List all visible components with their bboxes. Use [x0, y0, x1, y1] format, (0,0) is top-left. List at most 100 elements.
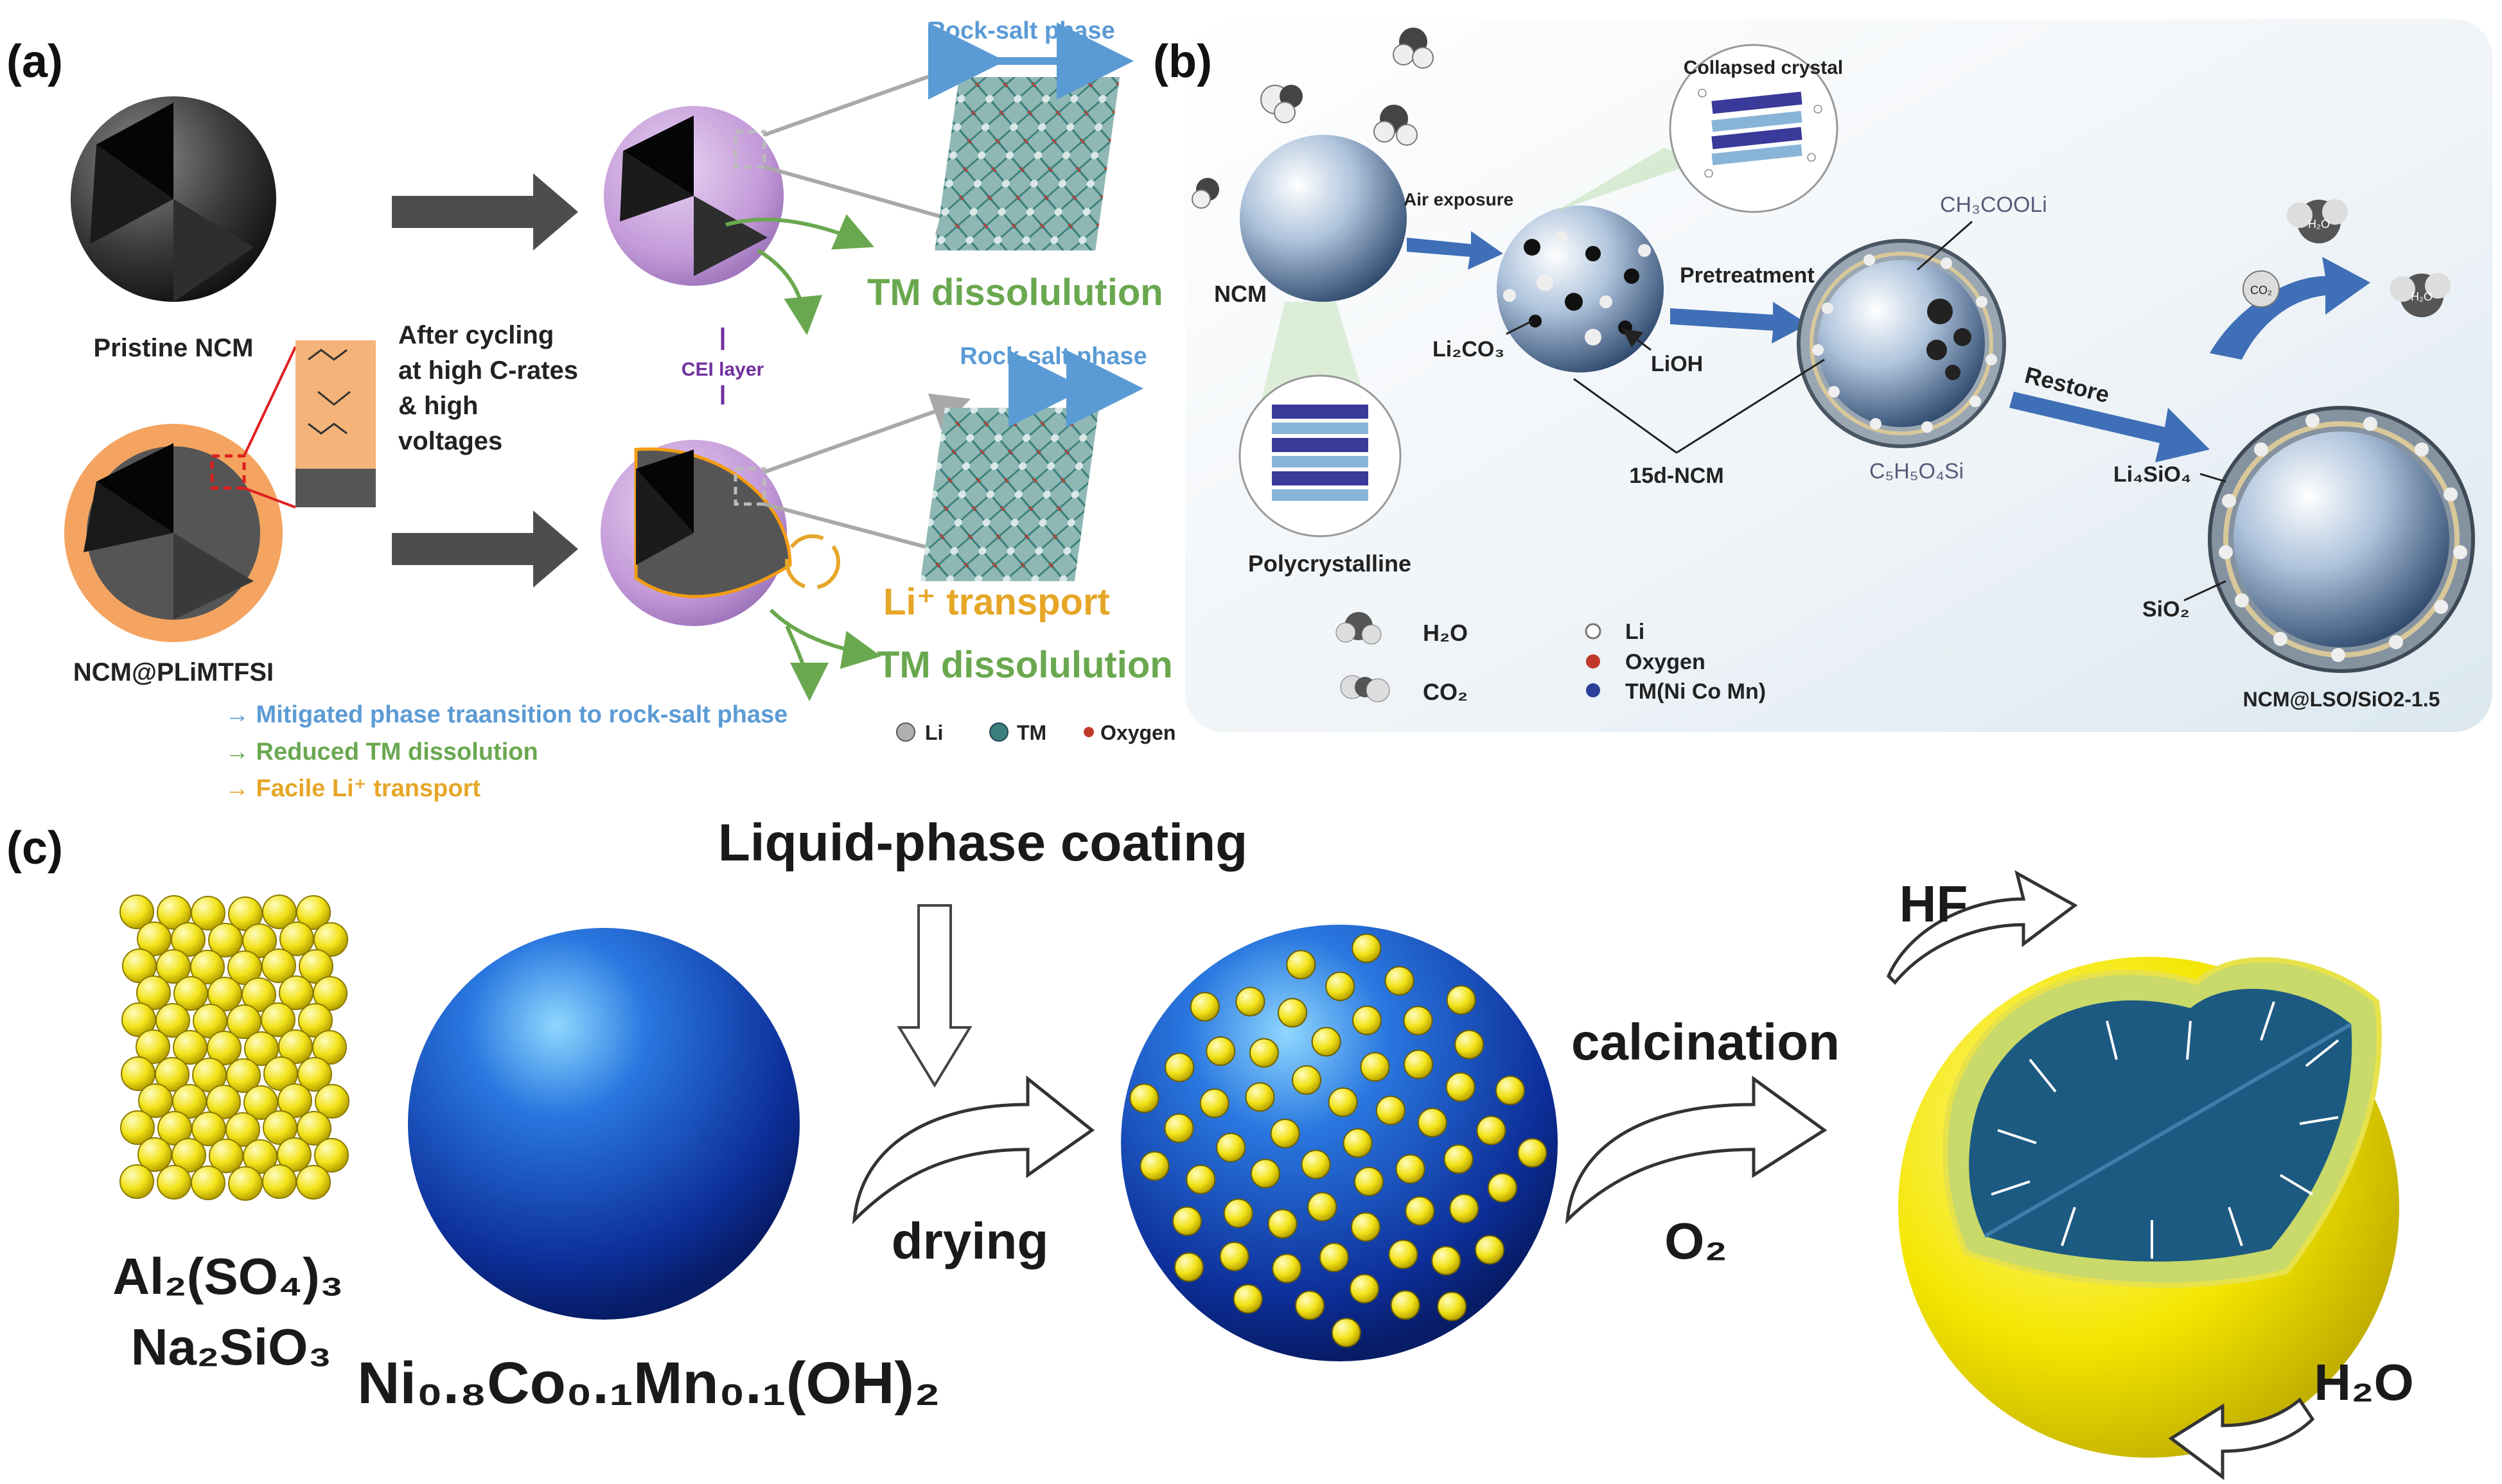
rocksalt-lattice-bottom	[920, 408, 1099, 581]
coating-dot	[1517, 1138, 1547, 1168]
coating-dot	[1352, 1006, 1382, 1035]
panel-a-legend: Li TM Oxygen	[896, 721, 1176, 744]
svg-text:H₂O: H₂O	[1423, 620, 1468, 646]
h2o-co2-release-arrow	[2210, 257, 2370, 360]
coating-dot	[1476, 1115, 1506, 1146]
o2-label: O₂	[1664, 1212, 1727, 1270]
precursor-particle	[192, 1058, 227, 1092]
precursor-particle	[298, 1003, 333, 1038]
coating-dot	[1487, 1173, 1517, 1203]
precursor-particle	[261, 948, 296, 983]
svg-text:at high C-rates: at high C-rates	[398, 356, 578, 385]
li-transport-label: Li⁺ transport	[883, 581, 1110, 623]
precursor-particle	[262, 1164, 297, 1199]
precursor-na2sio3: Na₂SiO₃	[131, 1318, 332, 1375]
coating-dot	[1140, 1151, 1170, 1181]
svg-text:& high: & high	[398, 392, 478, 420]
li4sio4-label: Li₄SiO₄	[2113, 462, 2191, 487]
coating-dot	[1403, 1006, 1433, 1036]
svg-text:TM(Ni Co Mn): TM(Ni Co Mn)	[1625, 679, 1766, 704]
panel-b: (b) NCM Air exposure	[1153, 19, 2492, 732]
sio2-label: SiO₂	[2142, 597, 2190, 622]
cei-layer-label: CEI layer	[682, 359, 764, 380]
coating-dot	[1328, 1087, 1358, 1117]
precursor-particle	[227, 950, 262, 985]
precursor-particle	[119, 1164, 154, 1199]
coating-dot	[1311, 1027, 1341, 1057]
coating-dot	[1233, 1284, 1263, 1314]
precursor-particle	[120, 1110, 155, 1145]
bullet-tm-dissolution: → Reduced TM dissolution	[225, 738, 538, 765]
tm-dissolution-bottom: TM dissolulution	[877, 644, 1173, 686]
pretreatment-arrow	[1670, 302, 1808, 344]
bullet-li-transport: → Facile Li⁺ transport	[225, 775, 480, 802]
coating-down-arrow	[897, 904, 973, 1088]
coating-dot	[1219, 1241, 1249, 1271]
rocksalt-top-label: Rock-salt phase	[928, 17, 1114, 44]
h2o-label: H₂O	[2314, 1354, 2414, 1411]
coating-dot	[1431, 1246, 1461, 1276]
coating-dot	[1446, 985, 1476, 1015]
cycled-sphere-top	[604, 106, 784, 286]
precursor-particle	[157, 1111, 192, 1146]
precursor-particle	[207, 977, 242, 1011]
precursor-particle	[156, 949, 191, 984]
precursor-particle	[193, 1004, 227, 1038]
precursor-particle	[191, 1165, 225, 1200]
precursor-particle	[155, 1057, 189, 1092]
coating-dot	[1278, 998, 1307, 1028]
precursor-particle	[314, 1138, 349, 1173]
precursor-particle	[297, 1057, 332, 1092]
panel-b-label: (b)	[1153, 36, 1212, 87]
ncm-sphere	[1240, 135, 1407, 302]
precursor-particle	[173, 976, 208, 1011]
coating-dot	[1174, 1252, 1204, 1282]
precursor-particle	[157, 1165, 191, 1200]
coating-dot	[1454, 1029, 1484, 1060]
h2o-arrow	[2168, 1397, 2315, 1480]
precursor-particle	[261, 1002, 295, 1037]
final-label: NCM@LSO/SiO2-1.5	[2243, 688, 2440, 711]
precursor-particle	[173, 1030, 207, 1065]
precursor-particle	[296, 1165, 331, 1200]
coating-dot	[1206, 1036, 1236, 1066]
precursor-particle	[263, 1056, 298, 1091]
lioh-label: LiOH	[1651, 352, 1703, 376]
coating-dot	[1245, 1082, 1275, 1112]
panel-c: (c) Liquid-phase coating Al₂(SO₄)₃ Na₂Si…	[6, 814, 2414, 1480]
precursor-particle	[262, 895, 297, 929]
15d-ncm-bracket	[1573, 358, 1825, 454]
pristine-ncm-sphere	[71, 96, 276, 302]
precursor-particle	[313, 976, 348, 1011]
coating-dot	[1199, 1088, 1229, 1118]
svg-text:Oxygen: Oxygen	[1100, 721, 1176, 744]
precursor-particle	[279, 975, 313, 1010]
svg-text:CO₂: CO₂	[2250, 284, 2272, 297]
precursor-particle	[296, 895, 331, 930]
precursor-cluster	[119, 895, 349, 1201]
hf-arrow	[1887, 870, 2078, 985]
li2co3-label: Li₂CO₃	[1432, 337, 1504, 362]
svg-text:voltages: voltages	[398, 427, 502, 455]
precursor-particle	[278, 1083, 312, 1118]
coating-dot	[1390, 1290, 1420, 1320]
svg-text:Oxygen: Oxygen	[1625, 650, 1705, 674]
coating-dot	[1449, 1194, 1479, 1223]
precursor-particle	[155, 1003, 190, 1038]
svg-text:Li: Li	[925, 721, 943, 744]
bullet-phase-transition: → Mitigated phase traansition to rock-sa…	[225, 701, 788, 728]
precursor-particle	[190, 950, 225, 984]
coating-dot	[1190, 991, 1220, 1022]
coating-dot	[1417, 1108, 1447, 1138]
precursor-particle	[206, 1085, 241, 1119]
coating-dot	[1437, 1291, 1467, 1322]
coating-dot	[1292, 1065, 1321, 1095]
precursor-particle	[227, 1004, 261, 1039]
precursor-particle	[137, 1137, 172, 1172]
precursor-particle	[226, 1058, 261, 1093]
precursor-particle	[242, 977, 276, 1012]
15d-ncm-label: 15d-NCM	[1629, 464, 1723, 488]
coating-dots	[1129, 933, 1547, 1348]
air-exposure-arrow	[1407, 231, 1503, 270]
